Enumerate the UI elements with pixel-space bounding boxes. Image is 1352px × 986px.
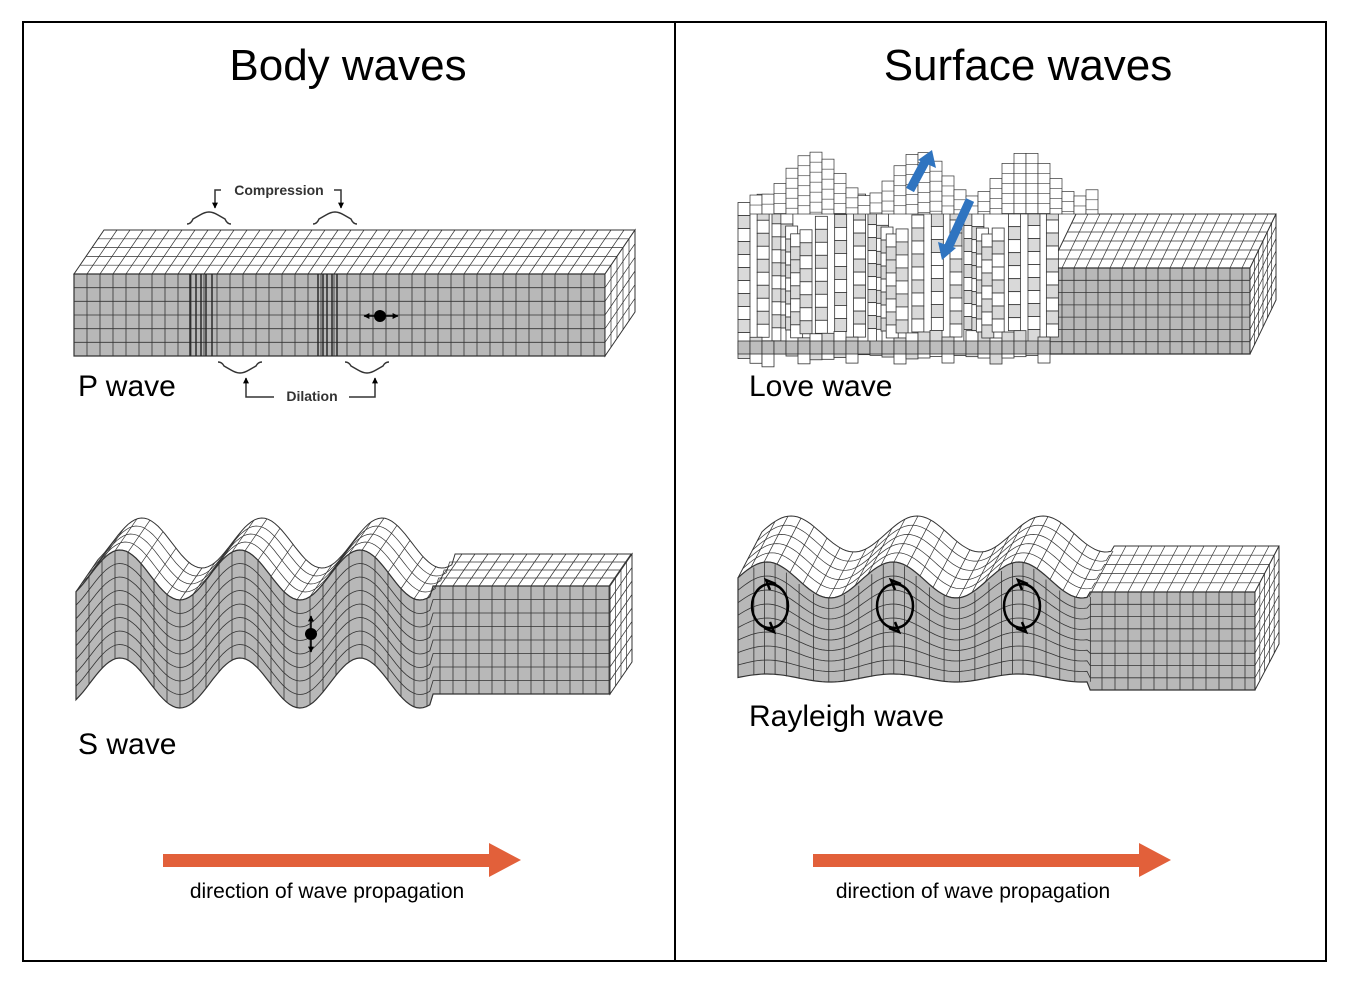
s-wave-block [75,517,633,709]
s-wave-label: S wave [78,728,176,761]
propagation-arrow-icon [163,843,521,877]
body-waves-panel [22,21,676,962]
p-wave-block [73,228,636,358]
particle-motion-icon [305,615,317,653]
compression-label: Compression [234,182,323,198]
surface-waves-panel [674,21,1327,962]
rotation-icon [750,577,1042,635]
love-wave-label: Love wave [749,370,892,403]
body-waves-title: Body waves [229,41,466,90]
p-wave-annotations: Compression Dilation [186,182,390,404]
motion-arrow-icon [906,150,975,260]
propagation-arrow-icon [813,843,1171,877]
rayleigh-wave-block [737,515,1280,691]
surface-direction-caption: direction of wave propagation [836,880,1110,903]
particle-motion-icon [363,310,399,322]
body-direction-caption: direction of wave propagation [190,880,464,903]
p-wave-label: P wave [78,370,176,403]
love-wave-block [737,151,1277,368]
surface-waves-title: Surface waves [884,41,1173,90]
dilation-label: Dilation [286,388,337,404]
rayleigh-wave-label: Rayleigh wave [749,700,944,733]
